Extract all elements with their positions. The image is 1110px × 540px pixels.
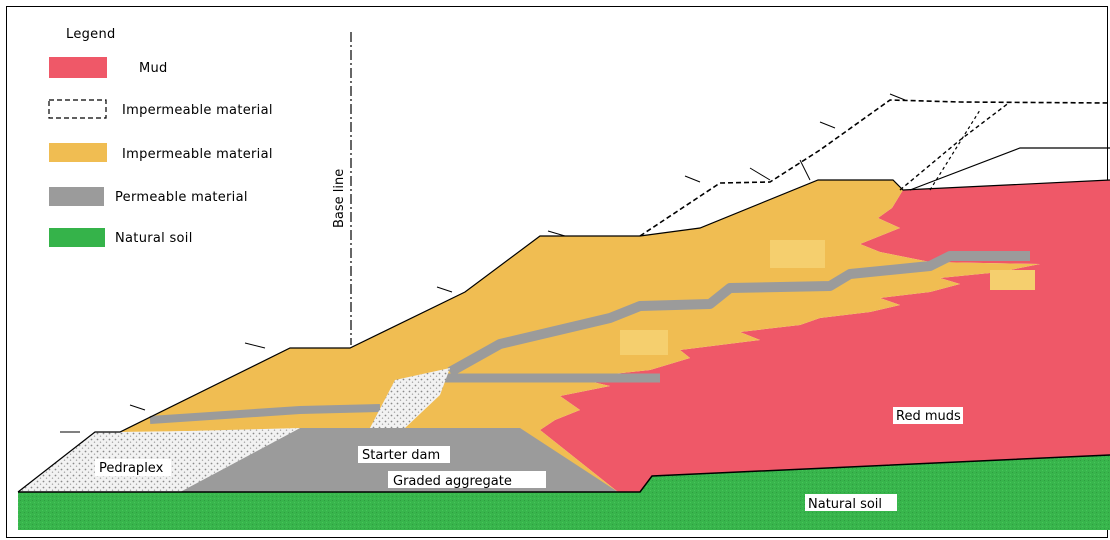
- legend-item-impermeable: Impermeable material: [122, 147, 273, 162]
- legend: Legend Mud Impermeable material Impermea…: [48, 27, 273, 247]
- graded-aggregate-label-bg: [388, 471, 546, 488]
- embankment-outline: [17, 179, 1110, 493]
- legend-item-impermeable-dashed: Impermeable material: [122, 103, 273, 118]
- impermeable-patch: [770, 240, 825, 268]
- survey-marks: [60, 93, 906, 433]
- dashed-outline-swatch-icon: [48, 99, 107, 119]
- base-line-label: Base line: [332, 169, 347, 228]
- future-raising-dashed-outline: [899, 101, 1011, 191]
- impermeable-patch: [990, 270, 1035, 290]
- crest-slope-line: [909, 147, 1110, 191]
- permeable-drain-upper: [447, 251, 1030, 377]
- starter-dam-label: Starter dam: [362, 448, 440, 463]
- impermeable-swatch-icon: [49, 143, 107, 162]
- future-raising-dashed-outline: [929, 109, 981, 191]
- pedraplex-stripe: [370, 368, 450, 428]
- natural-soil-label: Natural soil: [808, 497, 882, 512]
- impermeable-patch: [620, 330, 668, 355]
- red-muds-label: Red muds: [896, 409, 961, 424]
- legend-title: Legend: [66, 27, 116, 42]
- legend-item-permeable: Permeable material: [115, 190, 248, 205]
- graded-aggregate-label: Graded aggregate: [393, 474, 512, 489]
- pedraplex-label: Pedraplex: [99, 461, 164, 476]
- future-raising-dashed-outline: [639, 99, 1110, 237]
- ground-outline: [18, 454, 1110, 493]
- permeable-swatch-icon: [49, 187, 104, 206]
- mud-swatch-icon: [49, 57, 107, 78]
- natural-soil-swatch-icon: [49, 228, 105, 247]
- pedraplex-label-bg: [95, 459, 171, 476]
- legend-item-mud: Mud: [139, 61, 168, 76]
- legend-item-natural-soil: Natural soil: [115, 231, 193, 246]
- red-muds-label-bg: [893, 407, 963, 424]
- starter-dam-label-bg: [358, 446, 450, 463]
- natural-soil-label-bg: [805, 494, 897, 511]
- permeable-drain-lower: [149, 404, 381, 424]
